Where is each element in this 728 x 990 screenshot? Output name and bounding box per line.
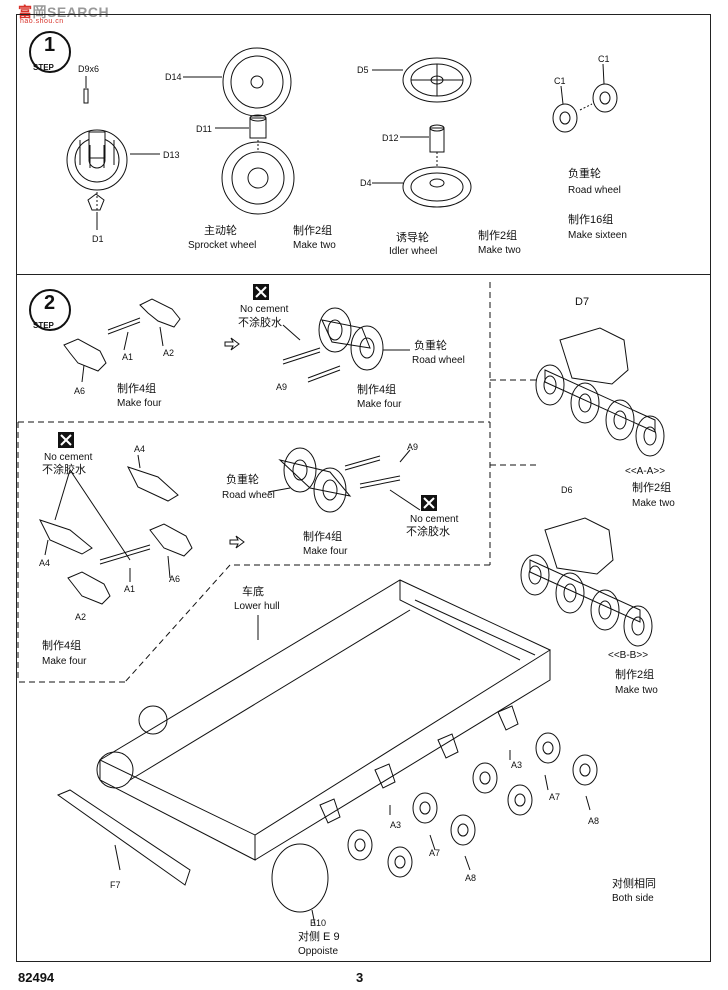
part-d14: D14 [165, 72, 182, 82]
part-a4-left: A4 [39, 558, 51, 568]
part-a6-top: A6 [74, 386, 86, 396]
bottom-road-wheel-en: Road wheel [222, 490, 275, 501]
part-f7: F7 [110, 880, 121, 890]
sprocket-top [222, 47, 292, 117]
part-d1: D1 [92, 234, 104, 244]
page-frame [16, 14, 711, 962]
lower-hull-en: Lower hull [234, 601, 280, 612]
opposite-cn: 对侧 E 9 [298, 931, 340, 943]
part-a3-right: A3 [511, 760, 523, 770]
part-a4-top: A4 [134, 444, 146, 454]
part-d5: D5 [357, 65, 369, 75]
step1-word: STEP [33, 63, 54, 72]
bottom-right-make-four-cn: 制作4组 [303, 531, 343, 543]
make-two-a-cn: 制作2组 [293, 225, 333, 237]
lower-hull-cn: 车底 [242, 586, 264, 598]
part-d7: D7 [575, 296, 590, 308]
part-a7-right: A7 [549, 792, 561, 802]
watermark-small: hao.shou.cn [20, 18, 64, 25]
watermark-search: SEARCH [47, 4, 110, 20]
top-right-make-four-cn: 制作4组 [357, 384, 397, 396]
sprocket-label-cn: 主动轮 [204, 225, 237, 237]
idler-label-en: Idler wheel [389, 246, 438, 257]
watermark-prefix: 富 [18, 4, 33, 20]
make-two-a-en: Make two [293, 240, 336, 251]
top-right-make-four-en: Make four [357, 399, 402, 410]
part-a9-bottom: A9 [407, 442, 419, 452]
make-sixteen-en: Make sixteen [568, 230, 627, 241]
section-aa: <<A-A>> [625, 466, 666, 477]
part-a2-top: A2 [163, 348, 175, 358]
part-a7-left: A7 [429, 848, 441, 858]
opposite-en: Oppoiste [298, 946, 339, 957]
section-bb-make-two-cn: 制作2组 [615, 669, 655, 681]
part-d4: D4 [360, 178, 372, 188]
both-side-cn: 对侧相同 [612, 878, 656, 890]
make-two-b-cn: 制作2组 [478, 230, 518, 242]
top-nocement-en: No cement [240, 304, 289, 315]
part-a8-left: A8 [465, 873, 477, 883]
road-wheel-cn: 负重轮 [568, 168, 601, 180]
part-a1-bottom: A1 [124, 584, 136, 594]
bottom-nocement2-cn: 不涂胶水 [406, 526, 450, 538]
part-d12: D12 [382, 133, 399, 143]
part-c1-right: C1 [598, 54, 610, 64]
part-a2-bottom: A2 [75, 612, 87, 622]
part-a9-top: A9 [276, 382, 288, 392]
road-wheel-en: Road wheel [568, 185, 621, 196]
part-a8-right: A8 [588, 816, 600, 826]
part-a1-top: A1 [122, 352, 134, 362]
part-e10: E10 [310, 918, 327, 928]
section-bb-make-two-en: Make two [615, 685, 658, 696]
bottom-nocement-cn: 不涂胶水 [42, 464, 86, 476]
top-nocement-cn: 不涂胶水 [238, 317, 282, 329]
top-road-wheel-cn: 负重轮 [414, 340, 447, 352]
bottom-nocement2-en: No cement [410, 514, 459, 525]
make-two-b-en: Make two [478, 245, 521, 256]
part-d13: D13 [163, 150, 180, 160]
page-number: 3 [356, 970, 364, 985]
top-left-make-four-cn: 制作4组 [117, 383, 157, 395]
step2-number: 2 [44, 292, 56, 314]
section-aa-make-two-en: Make two [632, 498, 675, 509]
top-road-wheel-en: Road wheel [412, 355, 465, 366]
part-a3-left: A3 [390, 820, 402, 830]
sprocket-label-en: Sprocket wheel [188, 240, 257, 251]
part-d11: D11 [196, 124, 212, 134]
section-bb: <<B-B>> [608, 650, 649, 661]
step-divider [16, 274, 711, 275]
bottom-road-wheel-cn: 负重轮 [226, 474, 259, 486]
bottom-nocement-en: No cement [44, 452, 93, 463]
idler-label-cn: 诱导轮 [396, 232, 429, 244]
bottom-left-make-four-cn: 制作4组 [42, 640, 82, 652]
watermark-logo: 富岡SEARCH hao.shou.cn [18, 2, 110, 25]
part-d6: D6 [561, 485, 573, 495]
make-sixteen-cn: 制作16组 [568, 214, 614, 226]
idler-top [402, 57, 472, 103]
idler-bottom [402, 166, 472, 208]
sprocket-left [66, 129, 128, 191]
both-side-en: Both side [612, 893, 654, 904]
step2-word: STEP [33, 321, 54, 330]
part-a6-bottom: A6 [169, 574, 181, 584]
bottom-right-make-four-en: Make four [303, 546, 348, 557]
top-left-make-four-en: Make four [117, 398, 162, 409]
lower-hull [96, 579, 552, 861]
product-code: 82494 [18, 970, 55, 985]
sprocket-bottom [221, 141, 295, 215]
part-d9x6: D9x6 [78, 64, 100, 74]
step1-number: 1 [44, 34, 56, 56]
section-aa-make-two-cn: 制作2组 [632, 482, 672, 494]
part-c1-left: C1 [554, 76, 566, 86]
bottom-left-make-four-en: Make four [42, 656, 87, 667]
watermark-brand: 岡 [32, 4, 47, 20]
